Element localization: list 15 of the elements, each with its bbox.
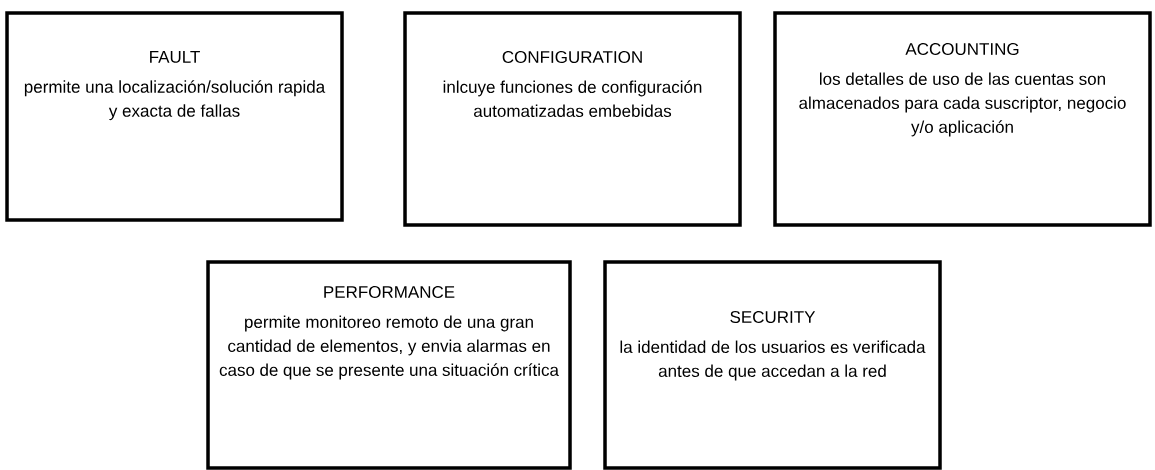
box-text: permite monitoreo remoto de una gran cantidad de elementos, y envia alarmas en caso de que se presente una situación crítica [219,315,559,380]
text-box [603,260,942,470]
text-box [773,11,1152,227]
box-heading: CONFIGURATION [502,51,642,64]
box-heading: PERFORMANCE [324,286,455,299]
box-text: los detalles de uso de las cuentas son almacenados para cada suscriptor, negocio y/o aplicación [799,72,1126,137]
text-box [206,260,572,470]
box-text: la identidad de los usuarios es verificada antes de que accedan a la red [620,340,926,381]
box-heading: ACCOUNTING [905,43,1019,56]
text-box [5,11,344,222]
text-box [403,11,742,227]
box-heading: FAULT [150,51,200,63]
box-text: inlcuye funciones de configuración automatizadas embebidas [443,80,702,118]
box-heading: SECURITY [730,311,816,324]
box-text: permite una localización/solución rapida y exacta de fallas [24,80,326,121]
